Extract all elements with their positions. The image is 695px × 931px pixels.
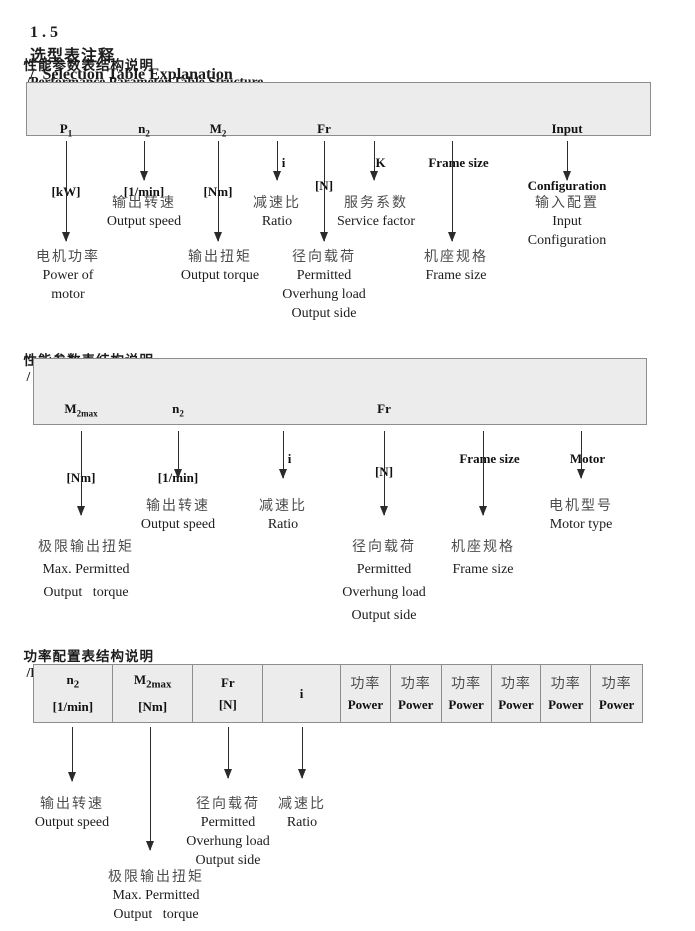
table-3-col-power-1: 功率 Power — [341, 665, 391, 722]
table-2-col-motor: Motor — [569, 451, 606, 466]
label-s1-power-of-motor: 电机功率 Power of motor — [36, 248, 100, 302]
label-s1-ratio: 减速比 Ratio — [253, 194, 301, 229]
arrow-s1-m2 — [214, 141, 222, 242]
arrow-s2-m2max — [77, 431, 85, 516]
label-s1-overhung-load: 径向载荷 Permitted Overhung load Output side — [282, 248, 366, 321]
table-1-col-frame-size: Frame size — [428, 155, 489, 170]
section-3-heading-zh: 功率配置表结构说明 — [23, 649, 154, 664]
arrow-s1-input — [563, 141, 571, 181]
label-s1-service-factor: 服务系数 Service factor — [336, 194, 416, 229]
arrow-s3-i — [298, 727, 306, 779]
arrow-s2-fr — [380, 431, 388, 516]
label-s1-frame-size: 机座规格 Frame size — [424, 248, 488, 283]
table-3-col-power-2: 功率 Power — [391, 665, 442, 722]
table-3-col-fr: Fr [N] — [193, 665, 264, 722]
label-s2-output-speed: 输出转速 Output speed — [140, 497, 216, 532]
arrow-s2-frame-size — [479, 431, 487, 516]
table-3-power-combination-header: n2 [1/min] M2max [Nm] Fr [N] i 功率 Power … — [33, 664, 643, 723]
table-3-col-i: i — [263, 665, 341, 722]
arrow-s3-n2 — [68, 727, 76, 782]
table-1-col-input-configuration: Input Configuration — [527, 121, 607, 193]
table-2-performance-header — [33, 358, 647, 425]
label-s1-output-torque: 输出扭矩 Output torque — [180, 248, 260, 283]
table-3-col-power-5: 功率 Power — [541, 665, 592, 722]
arrow-s1-frame-size — [448, 141, 456, 242]
table-1-col-n2: n2 [1/min] — [123, 121, 165, 199]
label-s2-frame-size: 机座规格 Frame size — [451, 538, 515, 577]
label-s3-overhung-load: 径向载荷 Permitted Overhung load Output side — [186, 795, 270, 868]
arrow-s2-i — [279, 431, 287, 479]
label-s3-ratio: 减速比 Ratio — [278, 795, 326, 830]
table-2-col-i: i — [287, 451, 292, 466]
arrow-s2-n2 — [174, 431, 182, 479]
arrow-s1-k — [370, 141, 378, 181]
label-s3-max-output-torque: 极限输出扭矩 Max. Permitted Output torque — [108, 868, 204, 922]
page-title-number: 1 . 5 — [30, 24, 58, 41]
section-1-heading-zh: 性能参数表结构说明 — [23, 58, 154, 73]
label-s2-max-output-torque: 极限输出扭矩 Max. Permitted Output torque — [38, 538, 134, 600]
label-s1-output-speed: 输出转速 Output speed — [106, 194, 182, 229]
arrow-s1-p1 — [62, 141, 70, 242]
label-s3-output-speed: 输出转速 Output speed — [34, 795, 110, 830]
arrow-s1-n2 — [140, 141, 148, 181]
table-3-col-power-3: 功率 Power — [442, 665, 492, 722]
label-s2-motor-type: 电机型号 Motor type — [549, 497, 613, 532]
table-3-col-m2max: M2max [Nm] — [113, 665, 194, 722]
arrow-s3-m2max — [146, 727, 154, 851]
arrow-s2-motor — [577, 431, 585, 479]
page-title: 1 . 5 选型表注释 / Selection Table Explanatio… — [14, 6, 233, 102]
table-3-col-n2: n2 [1/min] — [34, 665, 113, 722]
table-3-col-power-4: 功率 Power — [492, 665, 542, 722]
arrow-s1-i — [273, 141, 281, 181]
page-title-zh: 选型表注释 — [30, 48, 116, 65]
table-1-performance-header — [26, 82, 651, 136]
arrow-s3-fr — [224, 727, 232, 779]
table-1-col-k: K — [375, 155, 386, 170]
label-s2-overhung-load: 径向载荷 Permitted Overhung load Output side — [342, 538, 426, 623]
label-s1-input-configuration: 输入配置 Input Configuration — [527, 194, 607, 248]
table-2-col-m2max: M2max [Nm] — [64, 401, 98, 485]
table-3-col-power-6: 功率 Power — [598, 674, 635, 712]
table-1-col-i: i — [281, 155, 286, 170]
page-title-en: / Selection Table Explanation — [30, 66, 233, 83]
arrow-s1-fr — [320, 141, 328, 242]
label-s2-ratio: 减速比 Ratio — [259, 497, 307, 532]
table-2-col-frame-size: Frame size — [459, 451, 520, 466]
